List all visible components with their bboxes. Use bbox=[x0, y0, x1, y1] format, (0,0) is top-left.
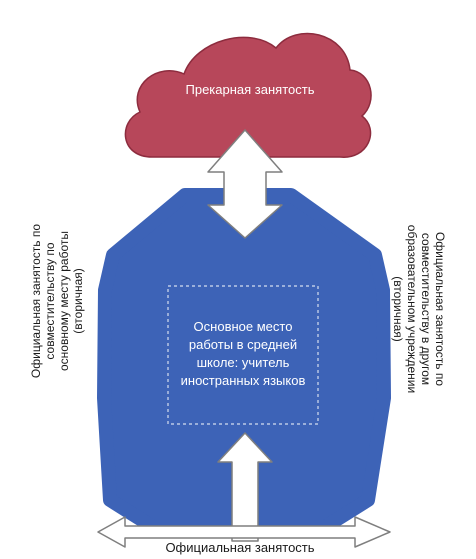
precarious-cloud bbox=[124, 32, 372, 158]
bottom-label: Официальная занятость bbox=[165, 540, 315, 555]
right-side-label: Официальная занятость по совместительств… bbox=[391, 224, 447, 394]
vertical-double-arrow bbox=[207, 129, 283, 239]
horizontal-double-arrow bbox=[97, 516, 391, 548]
up-arrow bbox=[217, 432, 273, 542]
left-side-label: Официальная занятость по совместительств… bbox=[29, 223, 85, 379]
cloud-label: Прекарная занятость bbox=[185, 82, 315, 97]
center-label: Основное место работы в средней школе: у… bbox=[180, 319, 306, 388]
center-box bbox=[167, 285, 319, 425]
